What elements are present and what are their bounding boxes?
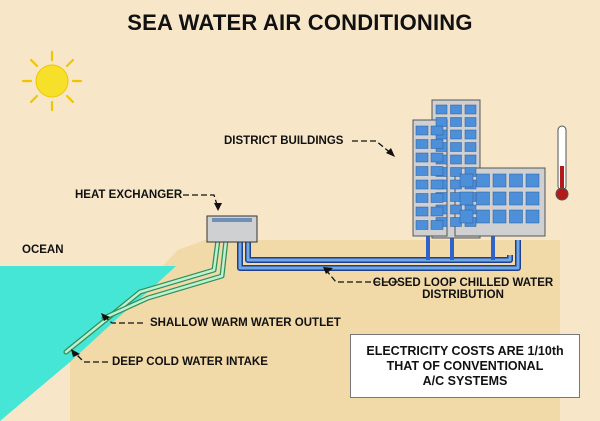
building-window — [476, 173, 490, 188]
building-window — [509, 209, 523, 224]
label-shallow-outlet: SHALLOW WARM WATER OUTLET — [150, 317, 341, 329]
building-window — [450, 167, 462, 177]
building-window — [525, 209, 540, 224]
building-window — [450, 117, 462, 127]
building-window — [525, 173, 540, 188]
building-window — [435, 104, 448, 115]
building-window — [464, 104, 477, 115]
building-window — [415, 206, 429, 217]
building-window — [435, 117, 448, 127]
building-window — [415, 166, 429, 176]
building-window — [464, 154, 477, 165]
label-ocean: OCEAN — [22, 244, 64, 256]
building-window — [415, 193, 429, 203]
building-window — [450, 104, 462, 115]
label-closed-loop: CLOSED LOOP CHILLED WATER DISTRIBUTION — [368, 277, 558, 301]
building-window — [415, 179, 429, 190]
building-window — [492, 209, 507, 224]
label-deep-intake: DEEP COLD WATER INTAKE — [112, 356, 268, 368]
building-window — [464, 142, 477, 152]
building-window — [430, 220, 444, 230]
label-closed-loop-line2: DISTRIBUTION — [422, 289, 504, 301]
building-window — [450, 204, 462, 215]
building-window — [430, 193, 444, 203]
building-window — [430, 206, 444, 217]
building-window — [415, 139, 429, 149]
building-windows — [415, 104, 540, 230]
building-window — [459, 191, 474, 206]
heat-exchanger-unit — [206, 215, 258, 243]
building-window — [450, 142, 462, 152]
building-window — [509, 191, 523, 206]
label-heat-exchanger: HEAT EXCHANGER — [75, 189, 183, 201]
label-closed-loop-line1: CLOSED LOOP CHILLED WATER — [372, 277, 554, 289]
building-window — [430, 139, 444, 149]
building-risers — [426, 236, 495, 260]
callout-line2: THAT OF CONVENTIONAL — [386, 358, 544, 373]
building-window — [430, 152, 444, 163]
building-window — [459, 209, 474, 224]
intake-outlet-pipes — [63, 237, 229, 355]
building-window — [476, 209, 490, 224]
building-window — [492, 191, 507, 206]
callout-line1: ELECTRICITY COSTS ARE 1/10th — [366, 343, 564, 358]
page-title: SEA WATER AIR CONDITIONING — [127, 10, 473, 35]
leader-arrowheads — [71, 148, 395, 357]
building-window — [464, 129, 477, 140]
building-window — [430, 166, 444, 176]
building-window — [430, 125, 444, 136]
thermometer-icon — [555, 125, 569, 201]
building-window — [476, 191, 490, 206]
building-window — [464, 117, 477, 127]
electricity-callout: ELECTRICITY COSTS ARE 1/10th THAT OF CON… — [350, 334, 580, 398]
building-window — [525, 191, 540, 206]
closed-loop-pipe — [237, 240, 521, 271]
building-window — [459, 173, 474, 188]
callout-line3: A/C SYSTEMS — [422, 373, 508, 388]
building-window — [415, 125, 429, 136]
building-window — [509, 173, 523, 188]
building-window — [430, 179, 444, 190]
district-buildings-group — [412, 99, 546, 239]
building-window — [450, 154, 462, 165]
sun-icon — [21, 50, 83, 112]
building-window — [492, 173, 507, 188]
building-window — [415, 152, 429, 163]
label-district-buildings: DISTRICT BUILDINGS — [224, 135, 344, 147]
building-window — [415, 220, 429, 230]
building-window — [450, 129, 462, 140]
